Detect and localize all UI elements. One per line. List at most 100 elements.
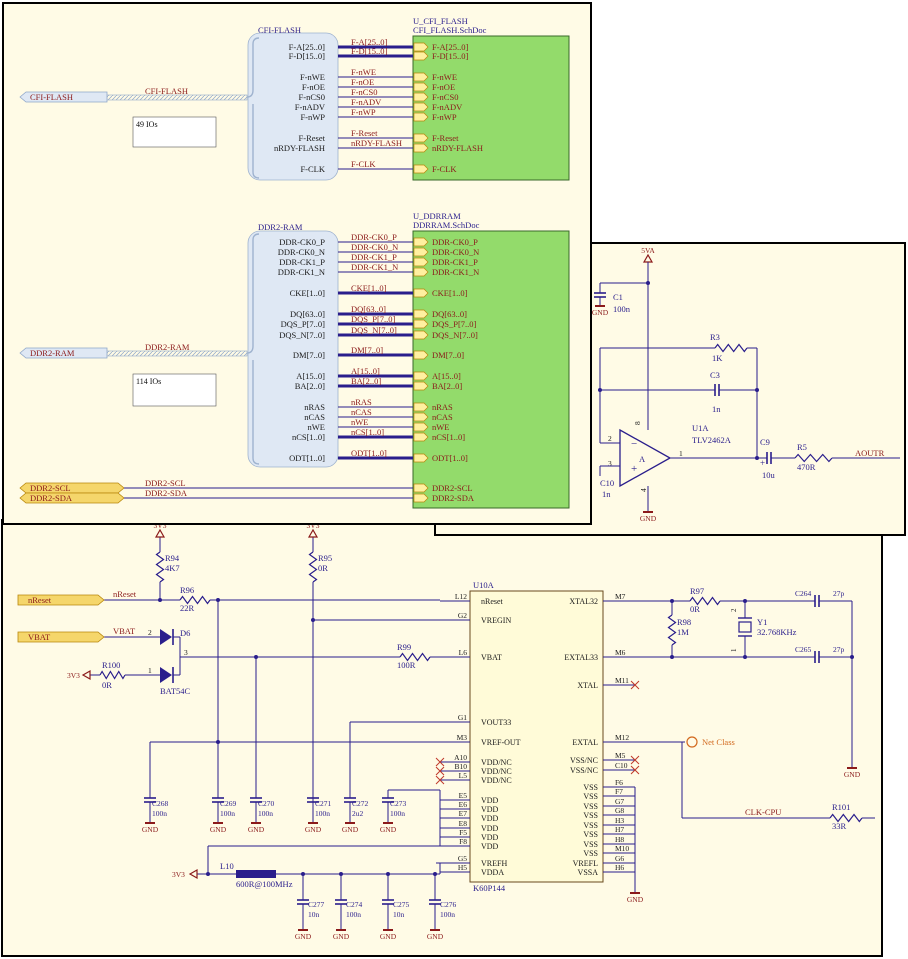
ddr_block-sheet-entry-label: DDR-CK1_N (432, 267, 479, 277)
ddr-harness-curve (246, 233, 260, 465)
flash_block-harness-entry: F-D[15..0] (289, 51, 326, 61)
mcu-pin-number: A10 (454, 753, 467, 762)
flash_block-sheet-entry-label: F-CLK (432, 164, 457, 174)
flash-sheet-symbol[interactable] (412, 35, 570, 181)
r100-resistor (99, 670, 126, 680)
ddr_block-sheet-entry (413, 257, 429, 267)
ground-label: GND (380, 932, 397, 941)
mcu-pin-number: M12 (615, 733, 629, 742)
ddr_block-harness-entry: DQS_N[7..0] (279, 330, 325, 340)
ground-label: GND (427, 932, 444, 941)
mcu-pin-name: VSS (583, 792, 598, 801)
mcu-pin-number: M10 (615, 844, 629, 853)
flash_block-harness-entry: F-nOE (302, 82, 325, 92)
mcu-pin-name: VDD (481, 842, 499, 851)
mcu-wires (90, 537, 875, 930)
mcu-pin-number: L12 (455, 592, 467, 601)
nreset-port (17, 594, 105, 606)
r97-ref: R97 (690, 586, 704, 596)
ground-label: GND (380, 825, 397, 834)
ddr_block-sheet-entry-label: nCS[1..0] (432, 432, 465, 442)
ddr_block-sheet-entry-label: ODT[1..0] (432, 453, 468, 463)
ddr_block-harness-entry: DDR-CK1_P (279, 257, 325, 267)
ddr_block-harness-entry: DDR-CK1_N (278, 267, 325, 277)
r3-resistor (714, 343, 748, 353)
opamp-minus: − (631, 438, 637, 450)
opamp-value: TLV2462A (692, 435, 732, 445)
mcu-pin-number: F5 (459, 828, 467, 837)
rail-3v3-left-icon (81, 669, 91, 681)
ddr_block-sheet-entry (413, 319, 429, 329)
ddr_block-net-label: DQ[63..0] (351, 304, 386, 314)
opamp-symbol (619, 428, 672, 488)
mcu-pin-number: C10 (615, 761, 628, 770)
flash-harness-port[interactable] (19, 91, 108, 103)
flash_block-net-label: F-nCS0 (351, 87, 377, 97)
flash_block-net-label: F-D[15..0] (351, 46, 388, 56)
mcu-pin-number: M3 (457, 733, 468, 742)
mcu-pin-number: H5 (458, 863, 467, 872)
decoupling-cap-ref: C268 (152, 799, 169, 808)
y1-pin2: 2 (730, 608, 738, 612)
ddr_block-harness-entry: DM[7..0] (293, 350, 325, 360)
rail-3v3-icon (154, 528, 166, 538)
flash_block-harness-entry: nRDY-FLASH (274, 143, 325, 153)
ddr_block-sheet-entry-label: DM[7..0] (432, 350, 464, 360)
c9-polarity: + (760, 458, 765, 468)
r3-value: 1K (712, 353, 723, 363)
ddr_block-net-label: nCAS (351, 407, 372, 417)
c9-ref: C9 (760, 437, 770, 447)
r100-value: 0R (102, 680, 112, 690)
flash_block-net-label: F-A[25..0] (351, 37, 388, 47)
mcu-pin-number: L6 (459, 648, 468, 657)
opamp-pin8: 8 (633, 421, 642, 425)
c265-ref: C265 (795, 645, 812, 654)
flash_block-harness-entry: F-nWE (300, 72, 325, 82)
r95-ref: R95 (318, 553, 332, 563)
flash_block-sheet-entry (413, 112, 429, 122)
ddr_block-harness-entry: nRAS (304, 402, 325, 412)
opamp-pin2: 2 (608, 434, 612, 443)
ddr-harness-port[interactable] (19, 347, 108, 359)
mcu-pin-name: VREGIN (481, 616, 511, 625)
flash-harness-port-label: CFI-FLASH (30, 92, 73, 102)
flash_block-net-label: F-CLK (351, 159, 376, 169)
ddr_block-sheet-entry-label: DQS_N[7..0] (432, 330, 478, 340)
mcu-pin-name: VSS (583, 840, 598, 849)
flash_block-sheet-entry (413, 92, 429, 102)
mcu-pin-name: EXTAL33 (564, 653, 598, 662)
power-label: 3V3 (307, 521, 320, 530)
ground-label: GND (248, 825, 265, 834)
r3-ref: R3 (710, 332, 720, 342)
mcu-body[interactable] (469, 590, 604, 883)
flash_block-net-label: nRDY-FLASH (351, 138, 402, 148)
net-class-icon (686, 736, 698, 748)
ddr_block-sheet-entry (413, 371, 429, 381)
ddr_block-net-label: ODT[1..0] (351, 448, 387, 458)
r94-ref: R94 (165, 553, 180, 563)
no-connect-icon (435, 766, 445, 776)
flash_block-net-label: F-nOE (351, 77, 374, 87)
ground-label: GND (342, 825, 359, 834)
decoupling-cap-value: 100n (315, 809, 330, 818)
r95-resistor (308, 551, 318, 583)
flash_block-sheet-entry (413, 72, 429, 82)
flash-io-note-text: 49 IOs (136, 120, 158, 129)
ddr_block-sheet-entry (413, 453, 429, 463)
ddr_block-sheet-entry (413, 350, 429, 360)
rail-3v3-bottom-icon (188, 868, 198, 880)
ground-label: GND (142, 825, 159, 834)
ddr-sheet-symbol[interactable] (412, 230, 570, 509)
ddr_block-harness-entry: CKE[1..0] (290, 288, 326, 298)
mcu-panel: U10A K60P144 L12nResetG2VREGINL6VBATG1VO… (1, 519, 883, 957)
ddr-i2c-sheet-entry-label: DDR2-SCL (432, 483, 473, 493)
ddr_block-sheet-entry-label: CKE[1..0] (432, 288, 468, 298)
d6-value: BAT54C (160, 686, 191, 696)
ddr_block-harness-entry: nWE (308, 422, 325, 432)
r98-value: 1M (677, 627, 689, 637)
ddr-io-note-text: 114 IOs (136, 377, 161, 386)
d6-pin3: 3 (184, 648, 188, 657)
ddr_block-sheet-entry-label: BA[2..0] (432, 381, 462, 391)
l10-ferrite (236, 870, 276, 878)
